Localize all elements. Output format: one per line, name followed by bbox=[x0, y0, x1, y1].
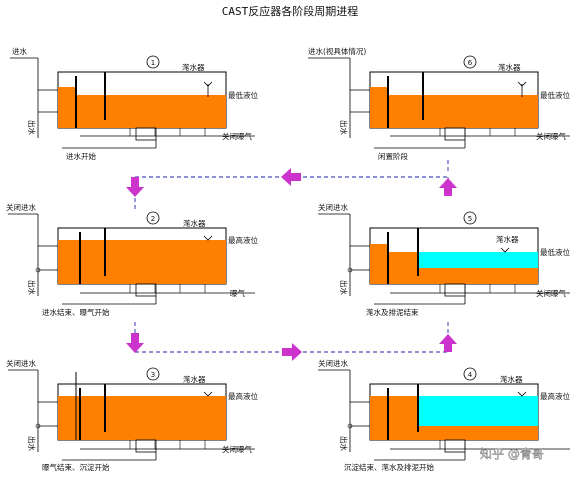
arrow-down-icon bbox=[126, 333, 144, 353]
sludge-pump-box bbox=[135, 127, 157, 141]
decanter-icon bbox=[203, 391, 213, 397]
stage-caption: 闲置阶段 bbox=[378, 151, 408, 161]
level-label: 最低液位 bbox=[540, 90, 570, 100]
inlet-label: 关闭进水 bbox=[318, 358, 348, 368]
outlet-label: 出水 bbox=[27, 436, 37, 451]
arrow-up-icon bbox=[439, 334, 457, 352]
level-label: 最低液位 bbox=[228, 90, 258, 100]
aeration-label: 曝气 bbox=[230, 288, 245, 298]
level-label: 最高液位 bbox=[228, 391, 258, 401]
sludge-pump-box bbox=[135, 439, 157, 453]
outlet-label: 出水 bbox=[339, 280, 349, 295]
decanter-label: 滗水器 bbox=[182, 62, 205, 72]
stage-caption: 曝气结束、沉淀开始 bbox=[42, 462, 110, 472]
stage-number-circle bbox=[146, 367, 160, 381]
sludge-pump-box bbox=[444, 283, 466, 297]
level-label: 最高液位 bbox=[228, 235, 258, 245]
inlet-label: 进水 bbox=[12, 46, 27, 56]
inlet-label: 关闭进水 bbox=[318, 202, 348, 212]
decanter-icon bbox=[203, 81, 213, 87]
stage-number-circle bbox=[146, 211, 160, 225]
aeration-label: 关闭曝气 bbox=[222, 444, 252, 454]
stage-number-circle bbox=[146, 55, 160, 69]
stage-number: 6 bbox=[468, 59, 473, 67]
aeration-label: 关闭曝气 bbox=[222, 131, 252, 141]
decanter-icon bbox=[517, 391, 527, 397]
decanter-icon bbox=[203, 235, 213, 241]
stage-4: 关闭进水 出水 4 滗水器 最高液位 沉淀结束、滗水及排泥开始 bbox=[318, 358, 570, 472]
decanter-icon bbox=[517, 81, 527, 87]
stage-caption: 滗水及排泥结束 bbox=[366, 307, 419, 317]
stage-5: 关闭进水 出水 5 滗水器 最低液位 关闭曝气 滗水及排泥结束 bbox=[318, 202, 570, 317]
level-label: 最高液位 bbox=[540, 391, 570, 401]
clear-water-layer bbox=[418, 252, 538, 268]
stage-caption: 进水开始 bbox=[66, 151, 96, 161]
arrow-up-icon bbox=[439, 178, 457, 196]
watermark: 知乎 @青哥 bbox=[480, 447, 544, 461]
decanter-label: 滗水器 bbox=[498, 62, 521, 72]
decanter-label: 滗水器 bbox=[183, 374, 206, 384]
selector-zone-sludge bbox=[370, 244, 388, 284]
stage-6: 进水(视具体情况) 出水 6 滗水器 最低液位 关闭曝气 闲置阶段 bbox=[308, 46, 570, 161]
outlet-label: 出水 bbox=[339, 436, 349, 451]
stage-number: 3 bbox=[151, 371, 155, 379]
stage-caption: 沉淀结束、滗水及排泥开始 bbox=[344, 462, 434, 472]
stage-number: 2 bbox=[151, 215, 155, 223]
stage-number: 5 bbox=[468, 215, 472, 223]
aeration-label: 关闭曝气 bbox=[536, 288, 566, 298]
outlet-label: 出水 bbox=[27, 120, 37, 135]
inlet-label: 关闭进水 bbox=[6, 358, 36, 368]
stage-number: 1 bbox=[151, 59, 155, 67]
watermark-text: 知乎 @青哥 bbox=[480, 447, 544, 461]
sludge-pump-box bbox=[444, 439, 466, 453]
flow-arrows bbox=[126, 168, 457, 361]
decanter-label: 滗水器 bbox=[496, 234, 519, 244]
aeration-label: 关闭曝气 bbox=[536, 131, 566, 141]
outlet-label: 出水 bbox=[339, 120, 349, 135]
arrow-left-icon bbox=[281, 168, 301, 186]
outlet-label: 出水 bbox=[27, 280, 37, 295]
stage-2: 关闭进水 出水 2 滗水器 最高液位 曝气 进水结束、曝气开始 bbox=[6, 202, 258, 317]
arrow-right-icon bbox=[282, 343, 302, 361]
decanter-icon bbox=[500, 247, 510, 253]
diagram-title: CAST反应器各阶段周期进程 bbox=[222, 4, 359, 18]
arrow-down-icon bbox=[126, 177, 144, 197]
level-label: 最低液位 bbox=[540, 247, 570, 257]
inlet-label: 进水(视具体情况) bbox=[308, 46, 366, 56]
selector-zone-sludge bbox=[58, 87, 76, 128]
stage-3: 关闭进水 出水 3 滗水器 最高液位 关闭曝气 曝气结束、沉淀开始 bbox=[6, 358, 258, 472]
clear-water-layer bbox=[418, 396, 538, 426]
main-zone-sludge bbox=[76, 95, 226, 128]
inlet-label: 关闭进水 bbox=[6, 202, 36, 212]
selector-zone-sludge bbox=[370, 87, 388, 128]
stage-number-circle bbox=[463, 55, 477, 69]
sludge-pump-box bbox=[135, 283, 157, 297]
stage-number-circle bbox=[463, 367, 477, 381]
sludge-pump-box bbox=[444, 127, 466, 141]
main-zone-sludge bbox=[388, 95, 538, 128]
sludge-full bbox=[58, 240, 226, 284]
decanter-label: 滗水器 bbox=[500, 374, 523, 384]
stage-caption: 进水结束、曝气开始 bbox=[42, 307, 110, 317]
decanter-label: 滗水器 bbox=[183, 218, 206, 228]
stage-1: 进水 出水 1 滗水器 最低液位 关闭曝气 进水开始 bbox=[10, 46, 258, 161]
stage-number: 4 bbox=[468, 371, 473, 379]
stage-number-circle bbox=[463, 211, 477, 225]
sludge-full bbox=[58, 396, 226, 440]
